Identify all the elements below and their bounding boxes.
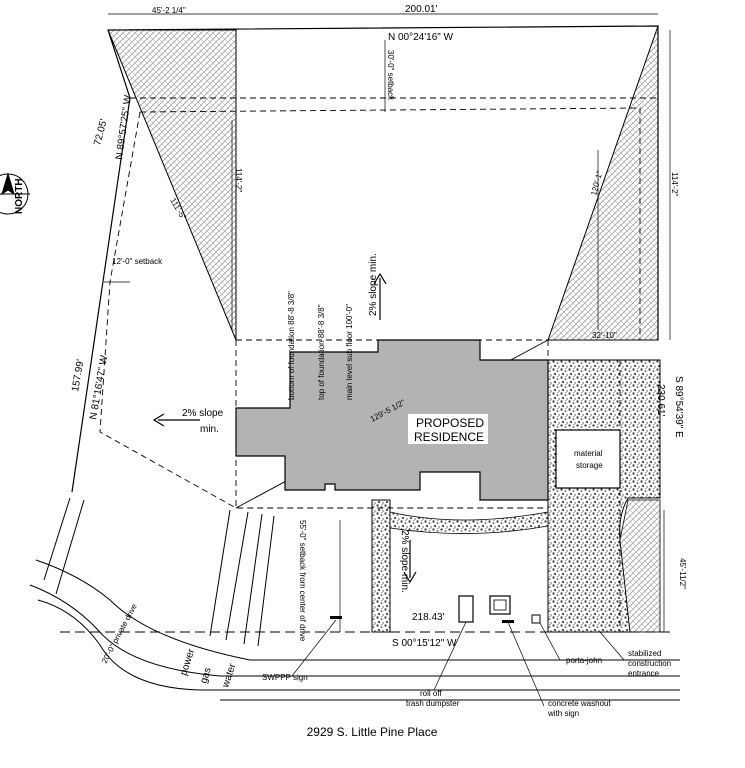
note-top-foundation: top of foundation 88'-8 3/8" [317, 304, 326, 400]
site-title: 2929 S. Little Pine Place [307, 725, 438, 739]
stab-label-2: construction [628, 659, 671, 668]
utility-power: power [178, 647, 197, 677]
residence-label-2: RESIDENCE [414, 430, 484, 444]
dim-32: 32'-10" [592, 331, 617, 340]
road-lines [29, 497, 680, 701]
north-label: NORTH [14, 178, 25, 214]
swppp-label: SWPPP sign [262, 673, 308, 682]
dumpster-label-1: roll off [420, 689, 442, 698]
bearing-west: N 89°57'25" W [114, 94, 134, 160]
slope-top: 2% slope min. [368, 253, 379, 316]
north-arrow-icon [0, 172, 30, 215]
dim-157: 157.99' [70, 359, 86, 393]
stab-label-1: stabilized [628, 649, 661, 658]
slope-left-1: 2% slope [182, 408, 224, 419]
gravel-drive [371, 499, 391, 633]
bearing-east: S 89°54'39" E [673, 376, 684, 438]
proposed-residence [235, 339, 549, 501]
washout-label-1: concrete washout [548, 699, 611, 708]
setback-30: 30'-0" setback [386, 50, 395, 101]
dim-114-left: 114'-2" [234, 168, 243, 192]
dumpster-label-2: trash dumpster [406, 699, 460, 708]
bearing-north: N 00°24'16" W [388, 32, 454, 43]
bearing-south: S 00°15'12" W [392, 638, 457, 649]
stab-label-3: entrance [628, 669, 660, 678]
slope-arrows [152, 272, 417, 584]
utility-gas: gas [198, 666, 213, 685]
dumpster-box [458, 595, 474, 623]
dim-top-short: 45'-2 1/4" [152, 6, 186, 15]
dim-top-long: 200.01' [405, 4, 438, 15]
gravel-swale [389, 511, 549, 534]
setback-55: 55'-0" setback from center of drive [298, 520, 307, 642]
slope-left-2: min. [200, 424, 219, 435]
slope-drive: 2% slope min. [399, 530, 410, 593]
dim-45: 45'-11/2" [678, 558, 687, 589]
setback-12: 12'-0" setback [112, 257, 163, 266]
hatch-zone-right [547, 25, 659, 341]
note-main-level: main level sub floor 100'-0" [345, 304, 354, 400]
dim-114-right: 114'-2" [670, 172, 679, 196]
residence-label-1: PROPOSED [416, 416, 484, 430]
porta-john-box [531, 614, 541, 624]
note-bottom-foundation: bottom of foundation 88'-8 3/8" [287, 291, 296, 400]
property-lines [71, 25, 659, 493]
washout-label-2: with sign [547, 709, 579, 718]
washout-box [489, 595, 511, 615]
dim-218: 218.43' [412, 612, 445, 623]
bearing-sw: N 81°16'47" W [88, 354, 110, 421]
material-storage [555, 429, 621, 489]
dim-230: 230.61' [655, 384, 666, 417]
porta-john-label: porta-john [566, 656, 602, 665]
dim-72: 72.05' [92, 118, 110, 147]
swppp-sign [330, 616, 342, 619]
storage-label-1: material [574, 449, 603, 458]
storage-label-2: storage [576, 461, 603, 470]
